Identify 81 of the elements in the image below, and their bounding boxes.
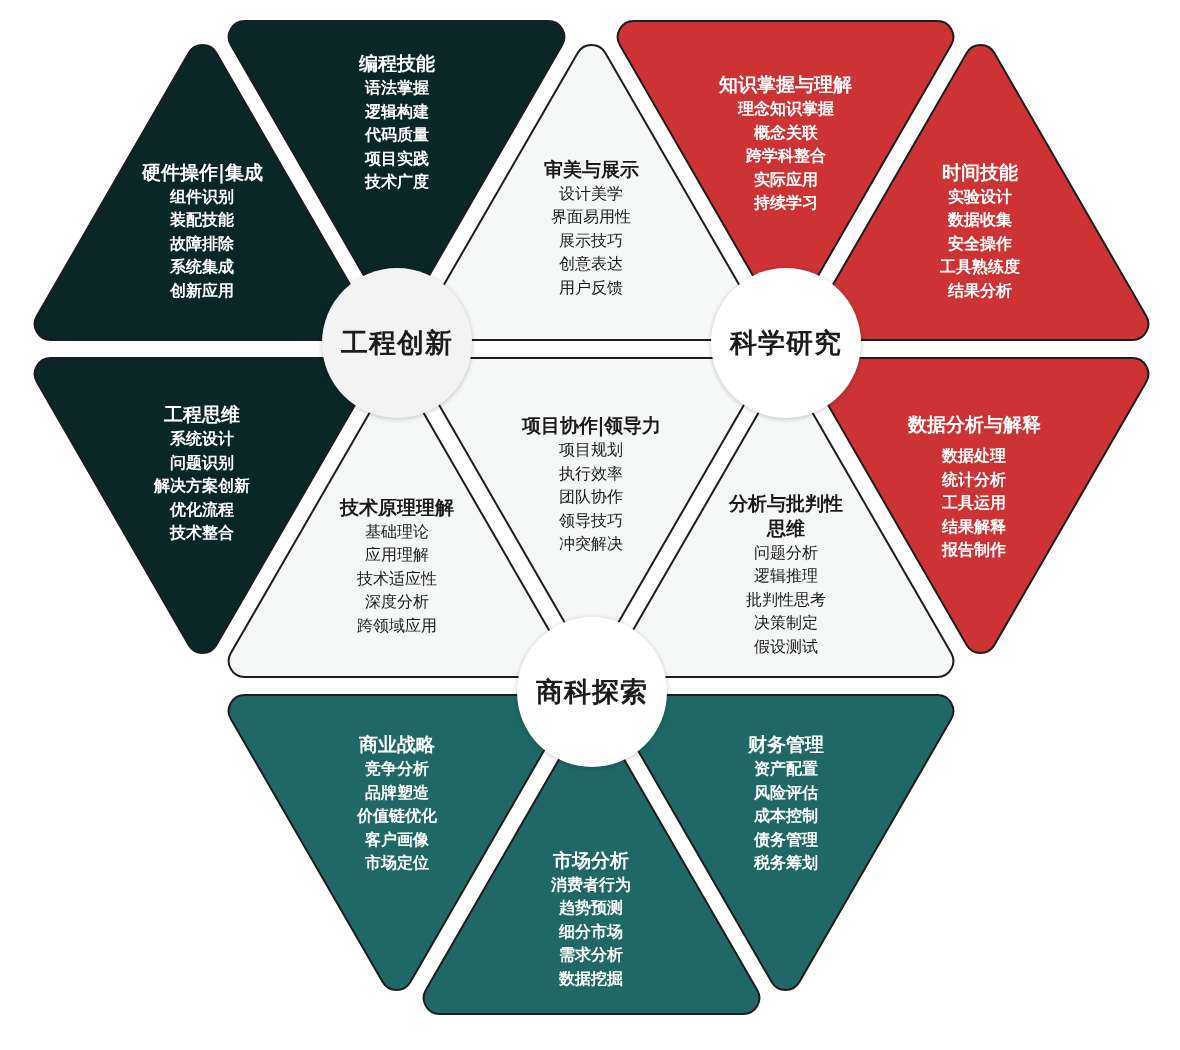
panel-title: 分析与批判性思维 <box>728 490 844 541</box>
skill-item: 系统设计 <box>170 428 235 451</box>
skill-item: 团队协作 <box>559 486 624 509</box>
skill-item: 价值链优化 <box>357 805 437 828</box>
hub-title: 工程创新 <box>341 326 453 360</box>
skill-item: 执行效率 <box>559 462 624 485</box>
skill-item: 成本控制 <box>754 805 818 828</box>
skill-item: 数据收集 <box>948 208 1013 231</box>
skill-item: 数据处理 <box>942 445 1007 468</box>
panel-title: 数据分析与解释 <box>908 412 1041 438</box>
skill-item: 竞争分析 <box>365 758 429 781</box>
skill-item: 展示技巧 <box>559 229 624 252</box>
panel-title: 时间技能 <box>942 159 1019 185</box>
skill-item: 领导技巧 <box>559 509 624 532</box>
skill-item: 市场定位 <box>365 852 429 875</box>
skill-item: 问题分析 <box>754 541 818 564</box>
skill-item: 安全操作 <box>948 232 1013 255</box>
skill-item: 工具运用 <box>942 492 1007 515</box>
skill-item: 深度分析 <box>365 590 429 613</box>
skill-item: 逻辑构建 <box>365 100 429 123</box>
skill-item: 客户画像 <box>365 828 429 851</box>
skill-item: 问题识别 <box>170 451 235 474</box>
skill-item: 工具熟练度 <box>940 255 1021 278</box>
skill-item: 创新应用 <box>170 279 235 302</box>
skill-item: 用户反馈 <box>559 276 624 299</box>
skill-item: 项目规划 <box>559 439 624 462</box>
skill-item: 技术整合 <box>170 522 235 545</box>
skill-item: 应用理解 <box>365 543 429 566</box>
skill-item: 跨领域应用 <box>357 614 437 637</box>
skill-item: 设计美学 <box>559 182 624 205</box>
skill-item: 批判性思考 <box>746 588 826 611</box>
skill-item: 债务管理 <box>754 828 818 851</box>
skill-item: 细分市场 <box>559 920 624 943</box>
panel-title: 项目协作|领导力 <box>521 413 662 439</box>
skill-item: 创意表达 <box>559 252 624 275</box>
skill-item: 冲突解决 <box>559 533 624 556</box>
skill-item: 决策制定 <box>754 612 818 635</box>
skill-item: 跨学科整合 <box>746 145 826 168</box>
skill-item: 报告制作 <box>942 539 1007 562</box>
skill-item: 概念关联 <box>754 121 818 144</box>
skill-item: 解决方案创新 <box>154 475 251 498</box>
skill-item: 实际应用 <box>754 168 818 191</box>
skill-item: 假设测试 <box>754 635 818 658</box>
skill-item: 装配技能 <box>170 208 235 231</box>
skill-item: 品牌塑造 <box>365 781 429 804</box>
skill-item: 数据挖掘 <box>559 967 624 990</box>
skill-item: 语法掌握 <box>365 77 429 100</box>
skill-item: 风险评估 <box>754 781 818 804</box>
panel-title: 工程思维 <box>164 402 241 428</box>
skill-item: 消费者行为 <box>551 873 632 896</box>
panel-title: 知识掌握与理解 <box>719 72 853 98</box>
hub-title: 商科探索 <box>536 675 648 709</box>
skill-item: 组件识别 <box>170 185 235 208</box>
skill-item: 技术广度 <box>365 171 429 194</box>
skill-item: 界面易用性 <box>551 205 632 228</box>
skill-item: 实验设计 <box>948 185 1013 208</box>
panel-title: 硬件操作|集成 <box>142 159 263 185</box>
panel-title: 审美与展示 <box>544 156 639 182</box>
skill-item: 结果解释 <box>942 516 1007 539</box>
skill-item: 统计分析 <box>942 469 1007 492</box>
skill-item: 故障排除 <box>170 232 235 255</box>
skill-item: 税务筹划 <box>754 852 818 875</box>
skill-item: 理念知识掌握 <box>738 98 834 121</box>
skill-item: 基础理论 <box>365 520 429 543</box>
panel-title: 商业战略 <box>359 732 435 758</box>
skill-item: 代码质量 <box>365 124 429 147</box>
skill-item: 结果分析 <box>948 279 1013 302</box>
skill-item: 系统集成 <box>170 255 235 278</box>
panel-title: 编程技能 <box>359 51 435 77</box>
skill-item: 优化流程 <box>170 498 235 521</box>
skill-item: 技术适应性 <box>357 567 437 590</box>
panel-title: 技术原理理解 <box>340 494 454 520</box>
skill-item: 需求分析 <box>559 943 624 966</box>
skill-item: 持续学习 <box>754 192 818 215</box>
skill-item: 资产配置 <box>754 758 818 781</box>
skill-item: 逻辑推理 <box>754 565 818 588</box>
panel-title: 财务管理 <box>748 732 824 758</box>
hub-title: 科学研究 <box>730 326 842 360</box>
panel-title: 市场分析 <box>553 847 630 873</box>
skill-item: 趋势预测 <box>559 896 624 919</box>
skill-item: 项目实践 <box>365 147 429 170</box>
